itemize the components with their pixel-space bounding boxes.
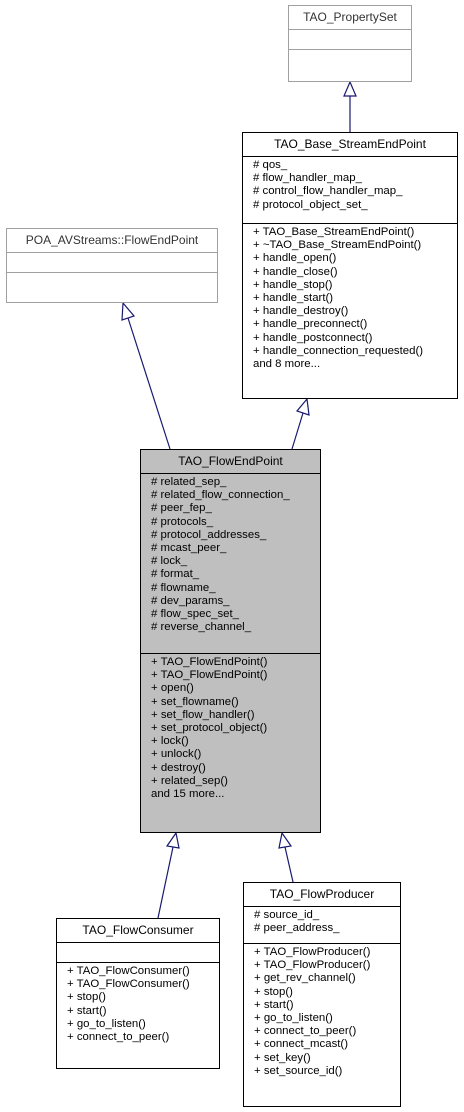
operation: + set_source_id() xyxy=(254,1064,343,1077)
operation: + unlock() xyxy=(151,748,202,761)
class-poa-avstreams-flowendpoint: POA_AVStreams::FlowEndPoint xyxy=(6,228,218,303)
operations-section xyxy=(7,272,217,292)
operation: + lock() xyxy=(151,735,189,748)
class-tao-flowconsumer: TAO_FlowConsumer + TAO_FlowConsumer() + … xyxy=(56,918,220,1069)
edge-flowendpoint-to-base xyxy=(291,412,304,450)
operation: + handle_stop() xyxy=(253,278,333,291)
operation: + connect_to_peer() xyxy=(254,1025,357,1038)
operation: + TAO_FlowEndPoint() xyxy=(151,656,268,668)
attribute: # mcast_peer_ xyxy=(151,542,227,555)
operations-section: + TAO_FlowConsumer() + TAO_FlowConsumer(… xyxy=(57,962,219,1048)
attributes-section: # source_id_ # peer_address_ xyxy=(244,906,400,943)
class-name: TAO_FlowProducer xyxy=(269,887,375,901)
operation: + stop() xyxy=(67,991,106,1004)
attributes-section xyxy=(57,942,219,962)
operation: + destroy() xyxy=(151,761,206,774)
operation: + set_flow_handler() xyxy=(151,708,255,721)
attributes-section xyxy=(289,29,411,49)
attribute: # protocols_ xyxy=(151,515,214,528)
attribute: # control_flow_handler_map_ xyxy=(253,185,403,198)
operations-section xyxy=(289,49,411,69)
operation: + stop() xyxy=(254,985,293,998)
class-name: TAO_FlowEndPoint xyxy=(178,454,283,468)
class-tao-flowproducer: TAO_FlowProducer # source_id_ # peer_add… xyxy=(243,882,401,1107)
operation: + go_to_listen() xyxy=(254,1012,333,1025)
attribute: # flow_spec_set_ xyxy=(151,608,240,621)
arrowhead-propertyset xyxy=(343,80,357,97)
operation: + handle_preconnect() xyxy=(253,318,368,331)
operation: + ~TAO_Base_StreamEndPoint() xyxy=(253,239,422,252)
operations-section: + TAO_FlowEndPoint() + TAO_FlowEndPoint(… xyxy=(141,653,320,805)
class-name: TAO_FlowConsumer xyxy=(82,923,194,937)
operations-section: + TAO_Base_StreamEndPoint() + ~TAO_Base_… xyxy=(243,223,457,375)
attribute: # format_ xyxy=(151,568,200,581)
operation: + handle_open() xyxy=(253,252,337,265)
operation: + connect_mcast() xyxy=(254,1038,349,1051)
operation: + TAO_FlowConsumer() xyxy=(67,965,190,977)
operation: + TAO_FlowConsumer() xyxy=(67,978,190,991)
operation: + connect_to_peer() xyxy=(67,1031,170,1044)
operation: + handle_postconnect() xyxy=(253,331,373,344)
operation: + set_key() xyxy=(254,1051,311,1064)
edge-producer-to-flowendpoint xyxy=(284,846,294,883)
attribute: # flowname_ xyxy=(151,581,216,594)
attribute: # related_flow_connection_ xyxy=(151,489,290,502)
operation: + start() xyxy=(254,998,294,1011)
operation: + handle_start() xyxy=(253,292,334,305)
attribute: # peer_fep_ xyxy=(151,502,212,515)
attributes-section: # qos_ # flow_handler_map_ # control_flo… xyxy=(243,156,457,223)
attributes-section xyxy=(7,252,217,272)
attribute: # peer_address_ xyxy=(254,922,340,935)
operation: + go_to_listen() xyxy=(67,1017,146,1030)
operations-section: + TAO_FlowProducer() + TAO_FlowProducer(… xyxy=(244,943,400,1082)
operation: + handle_destroy() xyxy=(253,305,349,318)
operation: + set_flowname() xyxy=(151,695,239,708)
operation: + handle_close() xyxy=(253,265,338,278)
class-name: TAO_PropertySet xyxy=(303,10,397,24)
attribute: # lock_ xyxy=(151,555,188,568)
operation: + TAO_FlowEndPoint() xyxy=(151,669,268,682)
attribute: # protocol_addresses_ xyxy=(151,528,267,541)
operation: + TAO_FlowProducer() xyxy=(254,946,371,958)
arrowhead-poa xyxy=(121,301,136,321)
attribute: # dev_params_ xyxy=(151,594,230,607)
operation: + TAO_Base_StreamEndPoint() xyxy=(253,226,415,238)
attribute: # reverse_channel_ xyxy=(151,621,252,634)
class-tao-flowendpoint: TAO_FlowEndPoint # related_sep_ # relate… xyxy=(140,449,321,833)
operation-more: and 8 more... xyxy=(253,358,321,371)
operation-more: and 15 more... xyxy=(151,788,225,801)
arrowhead-producer xyxy=(278,831,293,849)
class-name: POA_AVStreams::FlowEndPoint xyxy=(25,233,199,247)
arrowhead-base xyxy=(295,397,310,416)
attributes-section: # related_sep_ # related_flow_connection… xyxy=(141,473,320,653)
edge-consumer-to-flowendpoint xyxy=(157,846,174,919)
operation: + handle_connection_requested() xyxy=(253,344,424,357)
attribute: # protocol_object_set_ xyxy=(253,198,368,211)
operation: + get_rev_channel() xyxy=(254,972,356,985)
operation: + open() xyxy=(151,682,194,695)
operation: + TAO_FlowProducer() xyxy=(254,959,371,972)
attribute: # related_sep_ xyxy=(151,476,227,488)
attribute: # source_id_ xyxy=(254,909,320,921)
class-tao-base-streamendpoint: TAO_Base_StreamEndPoint # qos_ # flow_ha… xyxy=(242,132,458,399)
edge-flowendpoint-to-poa xyxy=(127,317,171,450)
attribute: # flow_handler_map_ xyxy=(253,172,362,185)
arrowhead-consumer xyxy=(165,831,180,849)
class-name: TAO_Base_StreamEndPoint xyxy=(274,137,426,151)
operation: + start() xyxy=(67,1004,107,1017)
class-tao-propertyset: TAO_PropertySet xyxy=(288,5,412,82)
attribute: # qos_ xyxy=(253,159,288,171)
operation: + related_sep() xyxy=(151,774,228,787)
operation: + set_protocol_object() xyxy=(151,722,268,735)
